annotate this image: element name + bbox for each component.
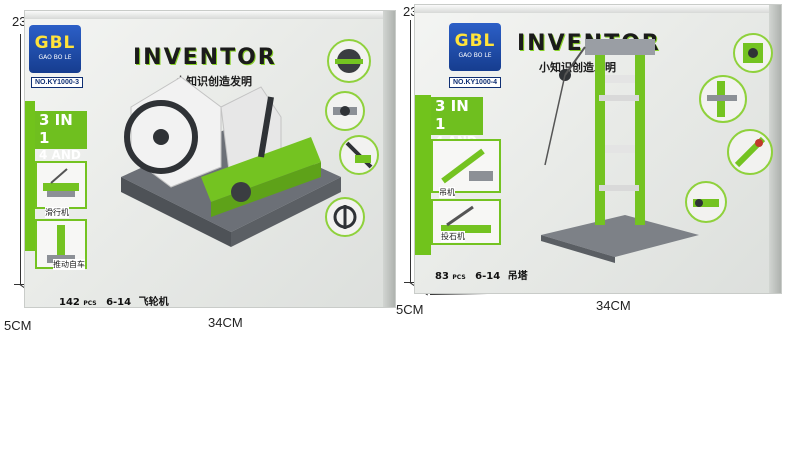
right-width-label: 34CM <box>596 298 631 313</box>
right-inset-4-part <box>693 199 719 207</box>
left-title: INVENTOR <box>133 45 277 70</box>
left-pcs-unit: PCS <box>83 300 97 307</box>
left-thumb-1 <box>35 161 87 209</box>
right-badge-line1: 3 IN 1 <box>435 97 469 133</box>
left-height-line <box>20 34 21 284</box>
left-inset-2-part <box>333 106 357 116</box>
right-inset-2-part <box>707 81 737 117</box>
left-thumb-1-label: 滑行机 <box>45 207 69 218</box>
left-depth-label: 5CM <box>4 318 32 333</box>
right-detail-inset-1 <box>733 33 773 73</box>
left-width-label: 34CM <box>208 315 243 330</box>
left-box-side-edge <box>383 11 395 307</box>
right-box-side-edge <box>769 5 781 293</box>
left-age-range: 6-14 <box>106 297 132 308</box>
right-pieces-count: 83 <box>435 271 449 282</box>
left-info-strip: 142 PCS 6-14 飞轮机 <box>59 293 169 308</box>
left-box-face: GBL GAO BO LE NO.KY1000-3 INVENTOR 小知识创造… <box>24 10 396 308</box>
right-detail-inset-3 <box>727 129 773 175</box>
right-thumb-1-label: 吊机 <box>439 187 455 198</box>
left-green-stripe <box>25 101 35 251</box>
left-badge-line1: 3 IN 1 <box>39 111 73 147</box>
right-model-name: 吊塔 <box>507 271 528 282</box>
right-pcs-unit: PCS <box>452 274 466 281</box>
right-brand-main: GBL <box>454 31 496 51</box>
right-3in1-badge: 3 IN 1 4 AND 1 <box>431 97 483 164</box>
left-brand-main: GBL <box>34 33 76 53</box>
left-height-tick <box>14 284 24 285</box>
left-model-number: NO.KY1000-3 <box>31 77 83 88</box>
left-inset-1-gear <box>335 49 363 73</box>
right-height-tick <box>404 282 414 283</box>
right-thumb-1 <box>431 139 501 193</box>
right-detail-inset-4 <box>685 181 727 223</box>
right-box-face: GBL GAO BO LE NO.KY1000-4 INVENTOR 小知识创造… <box>414 4 782 294</box>
right-info-strip: 83 PCS 6-14 吊塔 <box>435 267 528 282</box>
left-inset-4-part <box>333 205 357 229</box>
right-inset-3-part <box>734 136 766 168</box>
left-brand-logo: GBL GAO BO LE <box>29 25 81 73</box>
left-box-top-edge <box>25 11 395 19</box>
right-detail-inset-2 <box>699 75 747 123</box>
right-height-line <box>410 20 411 282</box>
right-thumb-2-model <box>441 205 491 233</box>
right-model-number: NO.KY1000-4 <box>449 77 501 88</box>
right-brand-logo: GBL GAO BO LE <box>449 23 501 71</box>
right-depth-label: 5CM <box>396 302 424 317</box>
left-inset-3-part <box>345 141 373 169</box>
left-subtitle: 小知识创造发明 <box>175 76 252 88</box>
left-pieces-count: 142 <box>59 297 80 308</box>
right-green-stripe <box>415 95 431 255</box>
left-flywheel-model <box>121 76 341 247</box>
right-age-range: 6-14 <box>475 271 501 282</box>
right-brand-sub: GAO BO LE <box>458 52 492 59</box>
left-thumb-2-label: 推动自车 <box>53 259 85 270</box>
left-detail-inset-4 <box>325 197 365 237</box>
left-model-name: 飞轮机 <box>138 297 169 308</box>
right-tower-crane-model <box>541 39 699 263</box>
right-thumb-1-model <box>441 148 493 184</box>
left-detail-inset-2 <box>325 91 365 131</box>
left-detail-inset-3 <box>339 135 379 175</box>
left-thumb-1-model <box>43 168 79 197</box>
left-3in1-badge: 3 IN 1 4 AND 1 <box>35 111 87 178</box>
right-box-top-edge <box>415 5 781 13</box>
left-detail-inset-1 <box>327 39 371 83</box>
right-thumb-2-label: 投石机 <box>441 231 465 242</box>
left-brand-sub: GAO BO LE <box>38 54 72 61</box>
right-inset-1-part <box>743 43 763 63</box>
